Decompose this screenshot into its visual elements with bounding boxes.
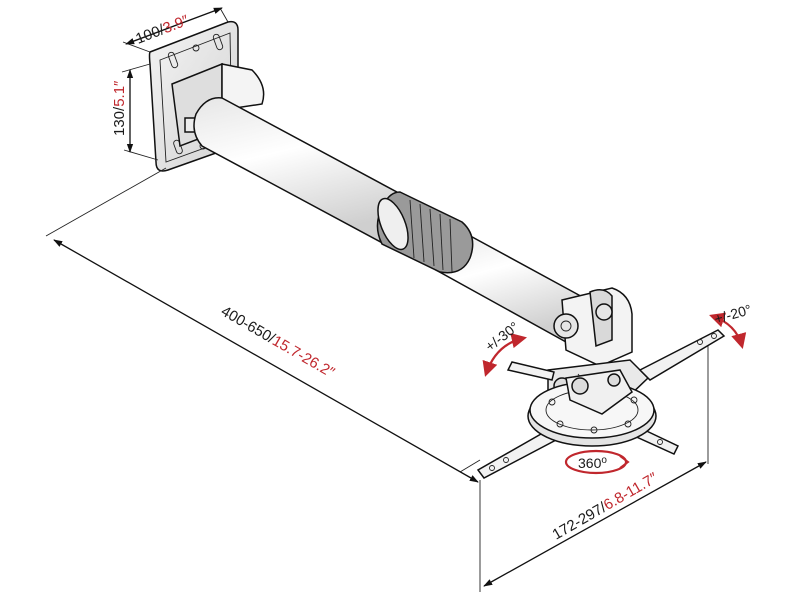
- arm-length-imperial: 15.7-26.2″: [269, 332, 338, 381]
- rotating-disc: [527, 369, 657, 447]
- svg-text:400-650/15.7-26.2″: 400-650/15.7-26.2″: [218, 303, 338, 382]
- plate-width-imperial: 3.9″: [161, 12, 192, 37]
- dimension-plate-height: 130/5.1″: [111, 63, 159, 161]
- telescopic-arm: [193, 97, 590, 344]
- svg-text:360o: 360o: [578, 455, 607, 471]
- side-tilt-label: +/-20°: [712, 301, 753, 327]
- plate-height-metric: 130: [111, 111, 128, 136]
- plate-width-sep: /: [157, 21, 168, 39]
- locking-collar: [376, 191, 474, 274]
- rotation-value: 360: [578, 455, 602, 471]
- plate-height-imperial: 5.1″: [111, 80, 128, 107]
- plate-height-sep: /: [111, 106, 128, 111]
- svg-text:130/5.1″: 130/5.1″: [111, 80, 128, 136]
- rotation-degree: o: [601, 455, 607, 466]
- rotation-indicator: 360o: [564, 449, 630, 475]
- svg-text:172-297/6.8-11.7″: 172-297/6.8-11.7″: [550, 469, 662, 543]
